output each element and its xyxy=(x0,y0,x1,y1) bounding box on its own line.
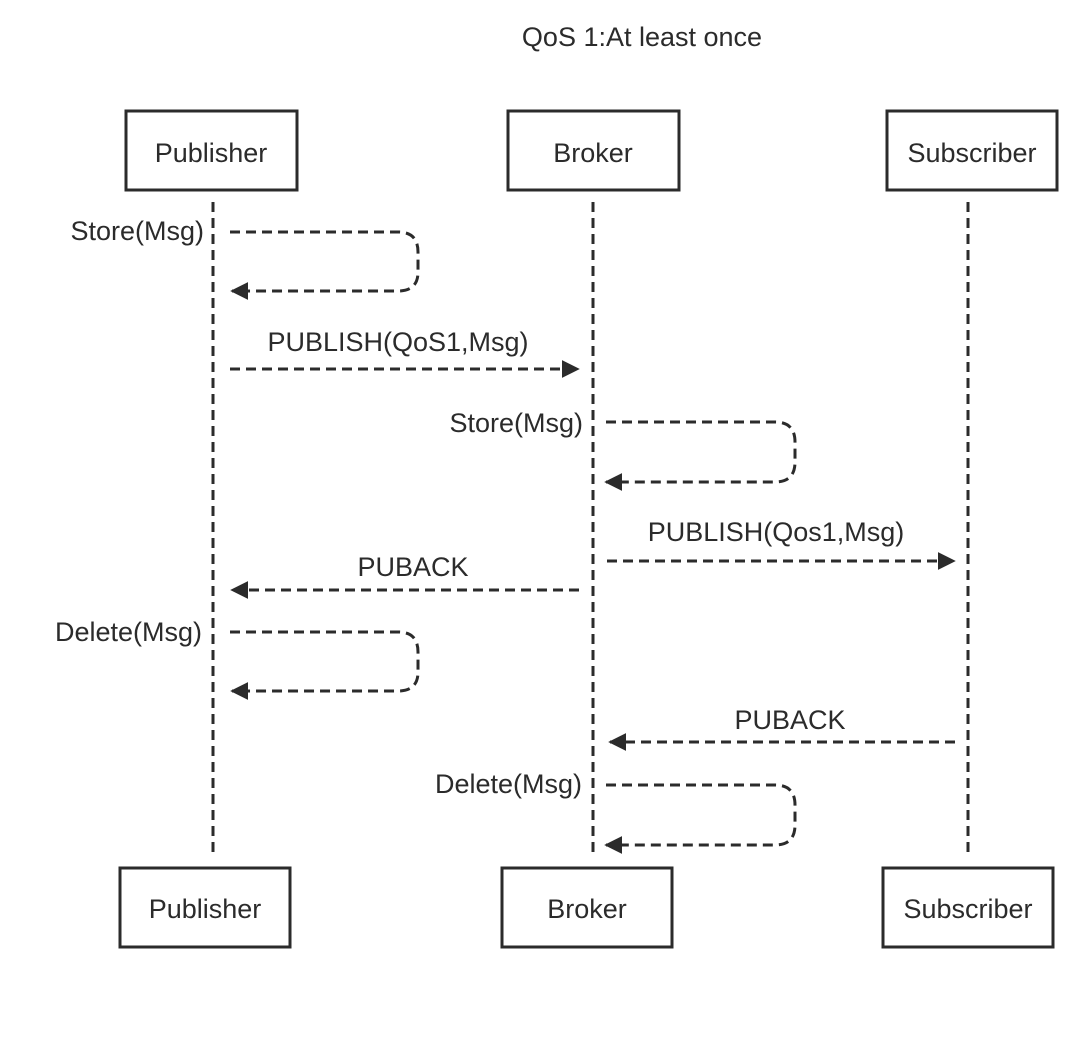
message-label: PUBLISH(QoS1,Msg) xyxy=(267,327,528,357)
participant-broker-top: Broker xyxy=(506,109,681,192)
message-self-delete-broker: Delete(Msg) xyxy=(435,769,797,854)
message-puback-to-publisher: PUBACK xyxy=(230,552,579,599)
participant-publisher-top: Publisher xyxy=(124,109,299,192)
message-self-store-broker: Store(Msg) xyxy=(449,408,797,491)
message-publish-to-subscriber: PUBLISH(Qos1,Msg) xyxy=(607,517,956,570)
participant-label: Broker xyxy=(553,138,633,168)
message-arrow xyxy=(604,783,797,854)
message-label: Delete(Msg) xyxy=(55,617,202,647)
participant-label: Subscriber xyxy=(903,894,1032,924)
participant-broker-bottom: Broker xyxy=(500,866,674,949)
message-label: Store(Msg) xyxy=(449,408,583,438)
message-arrow xyxy=(230,230,420,300)
message-label: Delete(Msg) xyxy=(435,769,582,799)
message-self-delete-publisher: Delete(Msg) xyxy=(55,617,420,700)
participant-subscriber-top: Subscriber xyxy=(885,109,1059,192)
message-publish-to-broker: PUBLISH(QoS1,Msg) xyxy=(230,327,580,378)
participant-label: Publisher xyxy=(155,138,268,168)
participant-label: Subscriber xyxy=(907,138,1036,168)
message-self-store-publisher: Store(Msg) xyxy=(70,216,420,300)
message-label: PUBLISH(Qos1,Msg) xyxy=(648,517,905,547)
diagram-title: QoS 1:At least once xyxy=(522,22,762,52)
message-label: PUBACK xyxy=(734,705,845,735)
message-label: PUBACK xyxy=(357,552,468,582)
participant-subscriber-bottom: Subscriber xyxy=(881,866,1055,949)
message-arrow xyxy=(230,630,420,700)
participant-label: Broker xyxy=(547,894,627,924)
message-label: Store(Msg) xyxy=(70,216,204,246)
participant-publisher-bottom: Publisher xyxy=(118,866,292,949)
participant-label: Publisher xyxy=(149,894,262,924)
message-arrow xyxy=(604,420,797,491)
message-puback-to-broker: PUBACK xyxy=(608,705,955,751)
